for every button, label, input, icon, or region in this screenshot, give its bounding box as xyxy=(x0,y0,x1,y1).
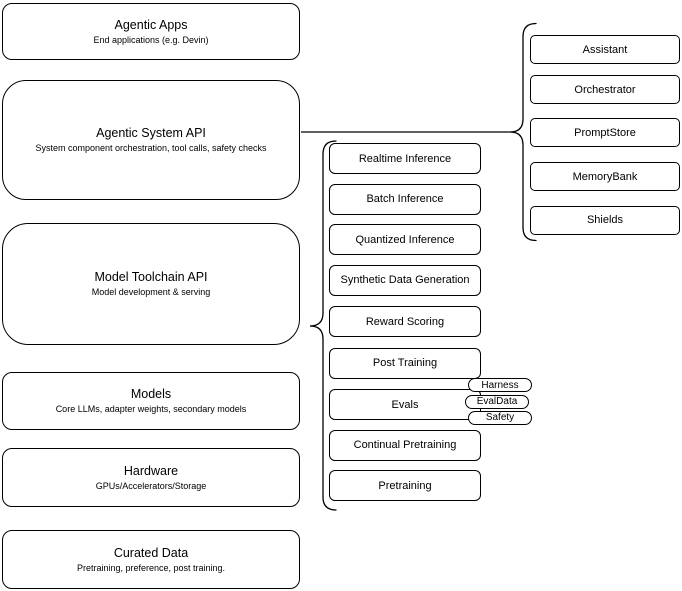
node-subtitle: Pretraining, preference, post training. xyxy=(76,562,226,573)
node-agentic-system-api: Agentic System API System component orch… xyxy=(2,80,300,200)
node-synthetic-data-generation: Synthetic Data Generation xyxy=(329,264,481,296)
node-evals: Evals xyxy=(329,389,481,420)
node-title: Agentic Apps xyxy=(114,17,188,32)
node-subtitle: Core LLMs, adapter weights, secondary mo… xyxy=(55,404,247,414)
node-hardware: Hardware GPUs/Accelerators/Storage xyxy=(2,448,300,507)
node-batch-inference: Batch Inference xyxy=(329,183,481,215)
node-title: Model Toolchain API xyxy=(94,270,208,284)
node-title: Models xyxy=(130,387,172,401)
system-column-brace xyxy=(509,22,537,242)
node-title: Curated Data xyxy=(113,545,189,560)
node-curated-data: Curated Data Pretraining, preference, po… xyxy=(2,530,300,589)
toolchain-column-brace xyxy=(309,140,337,511)
node-reward-scoring: Reward Scoring xyxy=(329,306,481,337)
node-models: Models Core LLMs, adapter weights, secon… xyxy=(2,372,300,430)
node-evals-evaldata: EvalData xyxy=(465,394,529,409)
node-model-toolchain-api: Model Toolchain API Model development & … xyxy=(2,223,300,345)
node-quantized-inference: Quantized Inference xyxy=(329,224,481,255)
node-post-training: Post Training xyxy=(329,347,481,379)
node-promptstore: PromptStore xyxy=(530,118,680,147)
node-title: Hardware xyxy=(123,463,179,478)
node-subtitle: Model development & serving xyxy=(91,287,211,297)
node-continual-pretraining: Continual Pretraining xyxy=(329,429,481,461)
node-evals-harness: Harness xyxy=(468,378,532,392)
node-agentic-apps: Agentic Apps End applications (e.g. Devi… xyxy=(2,3,300,60)
node-title: Agentic System API xyxy=(96,126,206,140)
node-evals-safety: Safety xyxy=(468,410,532,425)
node-realtime-inference: Realtime Inference xyxy=(329,143,481,174)
node-memorybank: MemoryBank xyxy=(530,162,680,191)
node-subtitle: System component orchestration, tool cal… xyxy=(35,143,267,153)
node-orchestrator: Orchestrator xyxy=(530,75,680,104)
node-subtitle: End applications (e.g. Devin) xyxy=(93,34,209,45)
node-shields: Shields xyxy=(530,205,680,235)
node-pretraining: Pretraining xyxy=(329,470,481,501)
node-subtitle: GPUs/Accelerators/Storage xyxy=(95,480,207,491)
node-assistant: Assistant xyxy=(530,35,680,64)
